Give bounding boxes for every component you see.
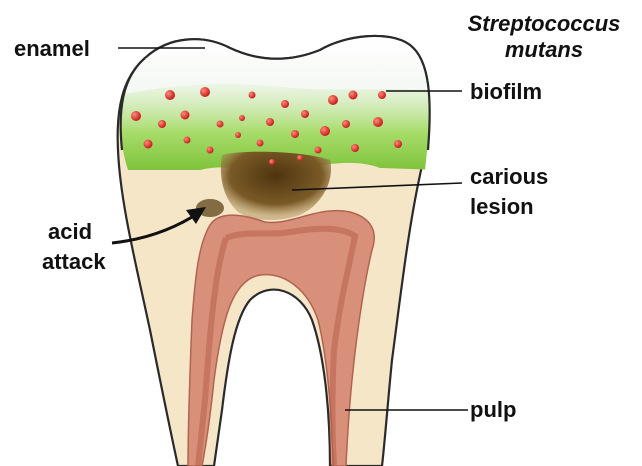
bacteria-icon [184,137,191,144]
bacteria-icon [165,90,175,100]
bacteria-icon [291,130,299,138]
bacteria-icon [281,100,289,108]
label-enamel: enamel [14,37,90,61]
label-acid-line2: attack [42,250,106,274]
bacteria-icon [328,95,338,105]
bacteria-icon [239,115,245,121]
bacteria-icon [342,120,350,128]
bacteria-icon [349,91,358,100]
bacteria-icon [394,140,402,148]
bacteria-icon [266,118,274,126]
bacteria-icon [131,111,141,121]
bacteria-icon [301,110,309,118]
bacteria-icon [373,117,383,127]
bacteria-icon [269,159,275,165]
bacteria-icon [217,121,224,128]
bacteria-icon [315,147,322,154]
bacteria-icon [249,92,256,99]
bacteria-icon [181,111,190,120]
bacteria-icon [351,144,359,152]
bacteria-icon [158,120,166,128]
label-pulp: pulp [470,398,516,422]
label-lesion-line2: lesion [470,195,534,219]
label-species-line2: mutans [454,38,634,62]
bacteria-icon [235,132,241,138]
bacteria-icon [297,155,303,161]
label-acid-line1: acid [48,220,92,244]
bacteria-icon [378,91,386,99]
bacteria-icon [200,87,210,97]
bacteria-icon [144,140,153,149]
bacteria-icon [207,147,214,154]
bacteria-icon [257,140,264,147]
label-species-line1: Streptococcus [454,12,634,36]
label-lesion-line1: carious [470,165,548,189]
bacteria-icon [320,126,330,136]
label-biofilm: biofilm [470,80,542,104]
